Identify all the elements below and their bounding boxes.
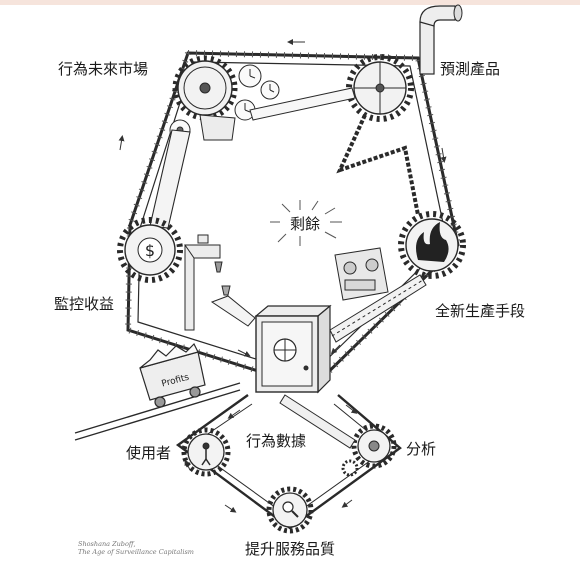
users-gear: [184, 430, 228, 474]
label-analysis: 分析: [406, 440, 436, 458]
label-new-means-of-production: 全新生產手段: [435, 302, 525, 320]
label-prediction-products: 預測產品: [440, 60, 500, 78]
improve-services-gear: [269, 489, 311, 531]
analysis-gear: [343, 426, 394, 475]
funnel-chute: [212, 286, 255, 326]
profits-cart: [140, 344, 205, 407]
label-future-markets: 行為未來市場: [58, 60, 148, 78]
label-behavioral-data: 行為數據: [246, 432, 306, 450]
label-surplus: 剩餘: [290, 215, 320, 233]
svg-text:$: $: [145, 241, 155, 260]
label-users: 使用者: [126, 444, 171, 462]
prediction-products-gear: [349, 57, 411, 119]
faucet: [185, 235, 222, 330]
label-improve-services: 提升服務品質: [245, 540, 335, 558]
safe-vault: [256, 306, 330, 392]
zigzag-chain: [340, 115, 418, 215]
fire-gear: [401, 214, 463, 276]
surplus-machine: [335, 248, 388, 300]
credit-author: Shoshana Zuboff,: [78, 540, 194, 548]
book-credit: Shoshana Zuboff, The Age of Surveillance…: [78, 540, 194, 556]
credit-book: The Age of Surveillance Capitalism: [78, 548, 194, 556]
label-surveillance-revenue: 監控收益: [54, 295, 114, 313]
